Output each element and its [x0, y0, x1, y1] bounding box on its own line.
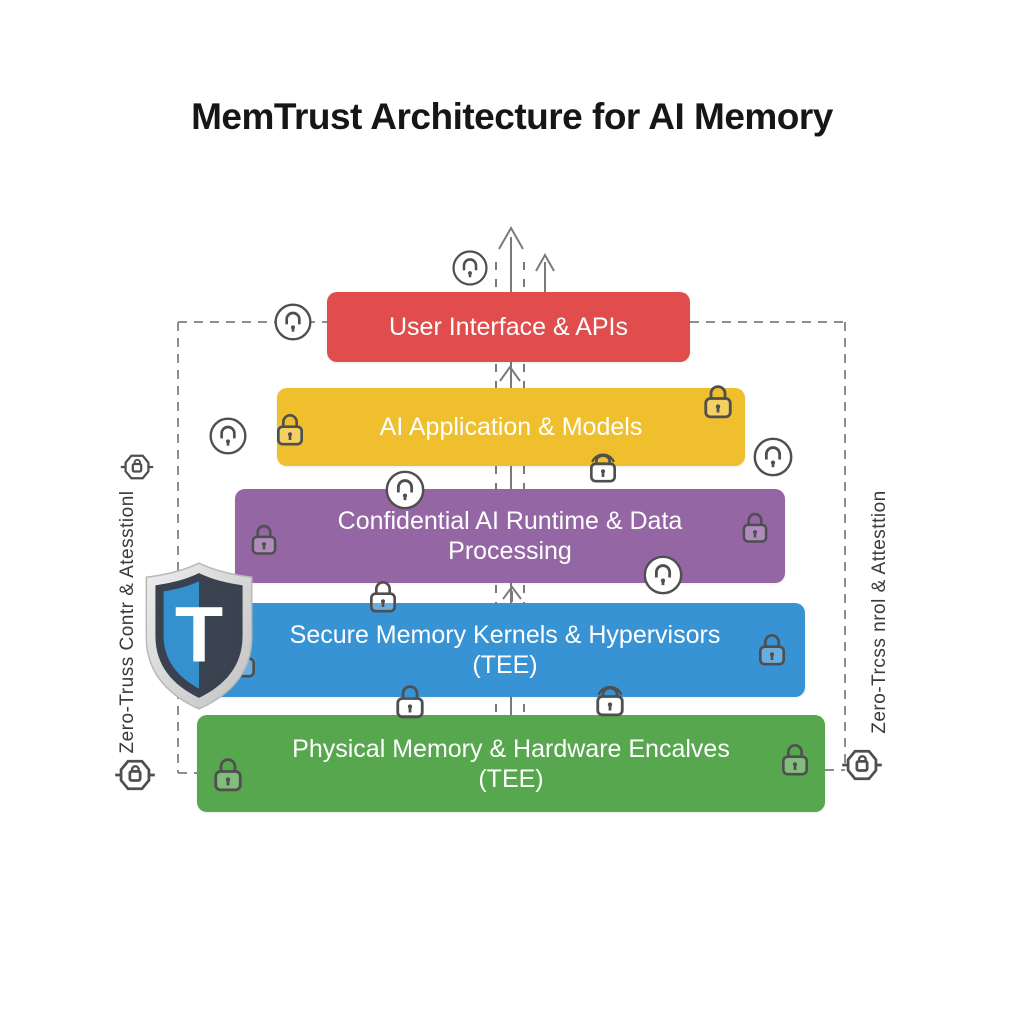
up-arrow: [499, 365, 521, 382]
padlock-icon: [270, 410, 310, 450]
layer-label: User Interface & APIs: [389, 313, 628, 341]
padlock-icon: [589, 679, 631, 721]
layer-ai-application: AI Application & Models: [277, 388, 745, 466]
circle-unlock-icon: [752, 436, 794, 478]
side-label-left: Zero-Truss Contr & Atesstionl: [117, 490, 138, 754]
layer-user-interface: User Interface & APIs: [327, 292, 690, 362]
padlock-icon: [697, 381, 739, 423]
layer-label-line2: Processing: [448, 537, 572, 565]
circle-unlock-icon: [273, 302, 313, 342]
layer-physical-memory: Physical Memory & Hardware Encalves (TEE…: [197, 715, 825, 812]
attestation-badge-icon: [840, 743, 884, 787]
padlock-icon: [245, 521, 283, 559]
layer-label: Confidential AI Runtime & Data: [337, 507, 683, 535]
padlock-icon: [775, 740, 815, 780]
circle-unlock-icon: [208, 416, 248, 456]
padlock-icon: [207, 754, 249, 796]
shield-left-half: [163, 581, 199, 689]
page-title: MemTrust Architecture for AI Memory: [191, 96, 833, 137]
attestation-badge-icon: [119, 449, 155, 485]
shield-letter: T: [175, 589, 223, 678]
padlock-icon: [389, 681, 431, 723]
side-label-right: Zero-Trcss nrol & Attesttion: [869, 490, 890, 734]
layer-confidential-runtime: Confidential AI Runtime & Data Processin…: [235, 489, 785, 583]
attestation-badge-icon: [113, 753, 157, 797]
layer-secure-kernels: Secure Memory Kernels & Hypervisors (TEE…: [205, 603, 805, 697]
layer-label: Physical Memory & Hardware Encalves: [292, 734, 730, 763]
circle-unlock-icon: [642, 554, 684, 596]
up-arrow: [498, 225, 524, 250]
padlock-icon: [752, 630, 792, 670]
layer-label: AI Application & Models: [379, 413, 643, 441]
layer-label-line2: (TEE): [478, 764, 544, 793]
padlock-icon: [736, 509, 774, 547]
circle-unlock-icon: [451, 249, 489, 287]
shield-icon: T: [145, 562, 253, 710]
circle-unlock-icon: [384, 469, 426, 511]
padlock-icon: [363, 577, 403, 617]
padlock-icon: [583, 447, 623, 487]
layer-label-line2: (TEE): [472, 651, 538, 679]
layer-label: Secure Memory Kernels & Hypervisors: [289, 621, 721, 649]
